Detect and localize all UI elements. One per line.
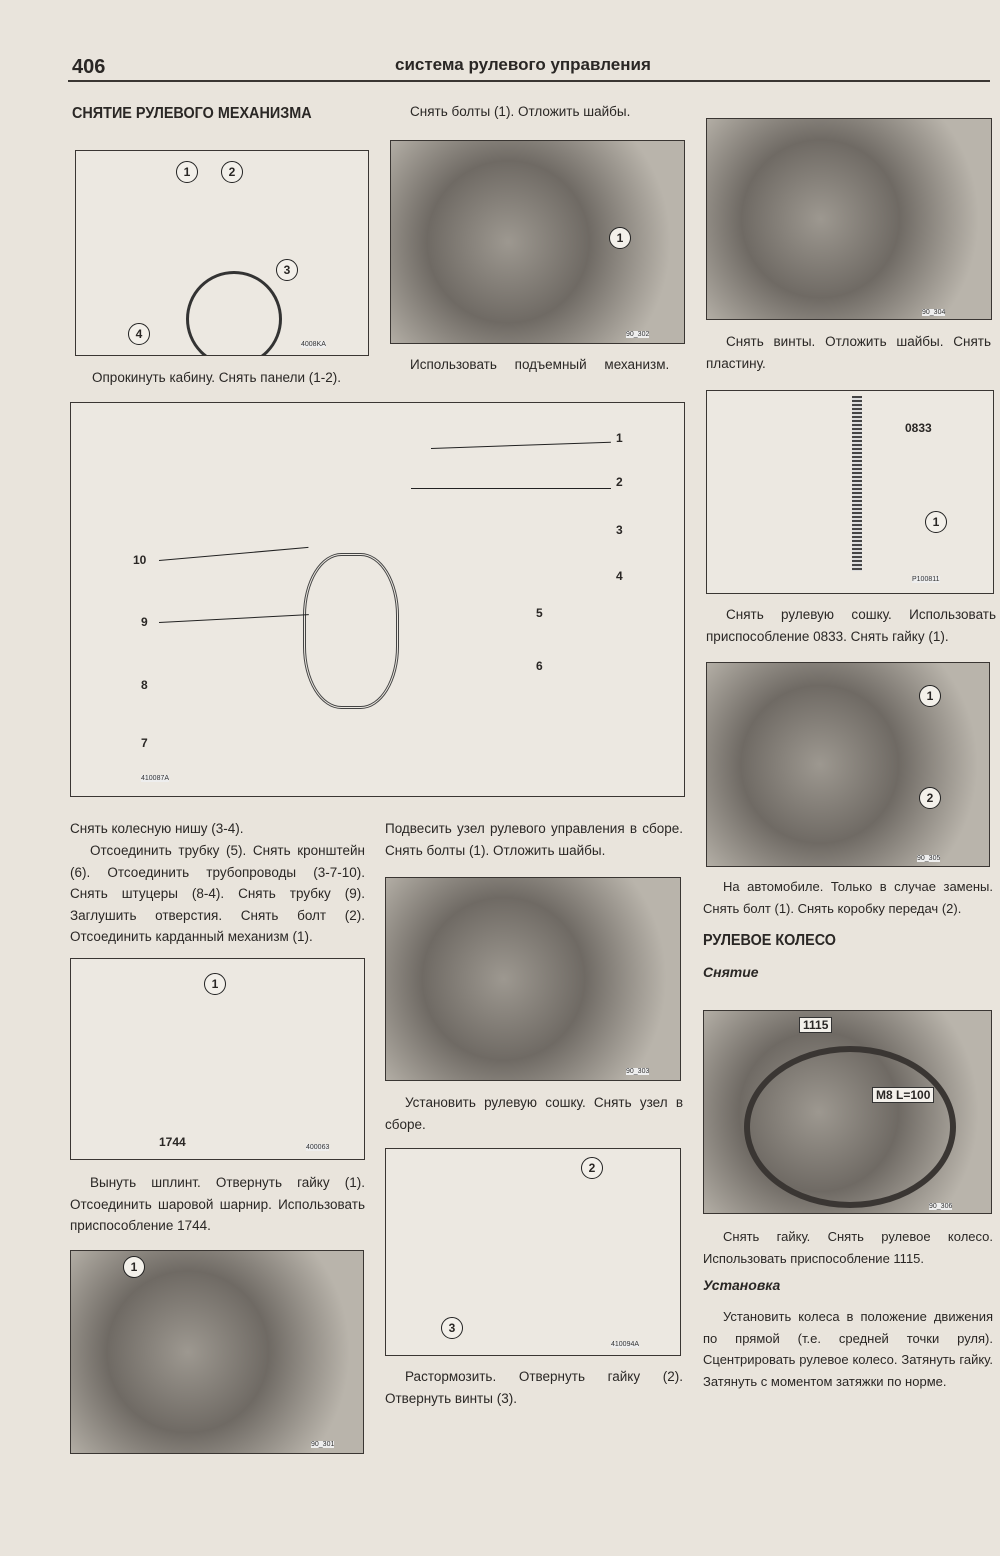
image-code: 90_301 [311, 1441, 335, 1448]
image-code: P100811 [912, 576, 940, 583]
subheading: Снятие [703, 964, 759, 980]
label: 2 [616, 475, 623, 489]
figure-gearbox-photo: 1 2 90_305 [706, 662, 990, 867]
callout: 1 [123, 1256, 145, 1278]
label: 6 [536, 659, 543, 673]
tool-label: 0833 [905, 421, 932, 435]
callout: 3 [441, 1317, 463, 1339]
subheading: Установка [703, 1277, 781, 1293]
figure-steering-assembly: 1 2 3 4 5 6 7 8 9 10 410087A [70, 402, 685, 797]
label: 1 [616, 431, 623, 445]
caption: Вынуть шплинт. Отвернуть гайку (1). Отсо… [70, 1175, 365, 1233]
image-code: 410087A [141, 775, 170, 782]
callout: 4 [128, 323, 150, 345]
label: 5 [536, 606, 543, 620]
figure-cab-panels: 1 2 3 4 4008KA [75, 150, 369, 356]
image-code: 410094A [611, 1341, 640, 1348]
tool-label: 1115 [799, 1017, 833, 1033]
callout: 2 [919, 787, 941, 809]
section-heading: СНЯТИЕ РУЛЕВОГО МЕХАНИЗМА [72, 105, 312, 122]
paragraph: Снять колесную нишу (3-4). [70, 821, 244, 836]
wheel-rim [744, 1046, 956, 1208]
callout: 1 [609, 227, 631, 249]
callout: 3 [276, 259, 298, 281]
image-code: 400063 [306, 1144, 330, 1151]
figure-steering-wheel-photo: 1115 M8 L=100 90_306 [703, 1010, 992, 1214]
callout: 2 [581, 1157, 603, 1179]
caption: Снять болты (1). Отложить шайбы. [410, 104, 631, 119]
leader-line [158, 546, 309, 561]
callout: 1 [176, 161, 198, 183]
page-number: 406 [72, 56, 106, 78]
caption: На автомобиле. Только в случае замены. С… [703, 879, 993, 916]
image-code: 4008KA [301, 341, 326, 348]
caption: Снять гайку. Снять рулевое колесо. Испол… [703, 1229, 993, 1266]
header-rule [68, 80, 990, 82]
caption: Снять винты. Отложить шайбы. Снять пласт… [706, 334, 991, 371]
label: 3 [616, 523, 623, 537]
image-code: 90_306 [929, 1203, 953, 1210]
label: 4 [616, 569, 623, 583]
image-code: 90_305 [917, 855, 941, 862]
puller-screw [852, 396, 862, 571]
paragraph: Установить колеса в положение движения п… [703, 1309, 993, 1389]
tool-label: 1744 [159, 1135, 186, 1149]
figure-ball-joint: 1 1744 400063 [70, 958, 365, 1160]
caption: Использовать подъемный механизм. [410, 357, 670, 372]
label: 8 [141, 678, 148, 692]
section-heading: РУЛЕВОЕ КОЛЕСО [703, 932, 836, 949]
running-title: система рулевого управления [395, 55, 651, 74]
label: 7 [141, 736, 148, 750]
figure-assembly-photo: 90_303 [385, 877, 681, 1081]
spring-drawing [303, 553, 399, 709]
figure-puller-0833: 0833 1 P100811 [706, 390, 994, 594]
label: 9 [141, 615, 148, 629]
leader-line [158, 614, 309, 623]
callout: 1 [925, 511, 947, 533]
figure-bolts-photo: 1 90_302 [390, 140, 685, 344]
caption: Снять рулевую сошку. Использовать приспо… [706, 607, 996, 644]
image-code: 90_304 [922, 309, 946, 316]
paragraph: Подвесить узел рулевого управления в сбо… [385, 821, 683, 858]
wheel-drawing [186, 271, 282, 355]
callout: 1 [919, 685, 941, 707]
leader-line [411, 488, 611, 489]
label: 10 [133, 553, 147, 567]
image-code: 90_302 [626, 331, 650, 338]
callout: 1 [204, 973, 226, 995]
caption: Установить рулевую сошку. Снять узел в с… [385, 1095, 683, 1132]
leader-line [430, 441, 611, 449]
caption: Опрокинуть кабину. Снять панели (1-2). [92, 370, 342, 385]
figure-plate-photo: 90_304 [706, 118, 992, 320]
image-code: 90_303 [626, 1068, 650, 1075]
paragraph: Отсоединить трубку (5). Снять кронштейн … [70, 843, 365, 944]
figure-brake-plate: 2 3 410094A [385, 1148, 681, 1356]
caption: Растормозить. Отвернуть гайку (2). Отвер… [385, 1369, 683, 1406]
figure-steering-box-photo: 1 90_301 [70, 1250, 364, 1454]
callout: 2 [221, 161, 243, 183]
